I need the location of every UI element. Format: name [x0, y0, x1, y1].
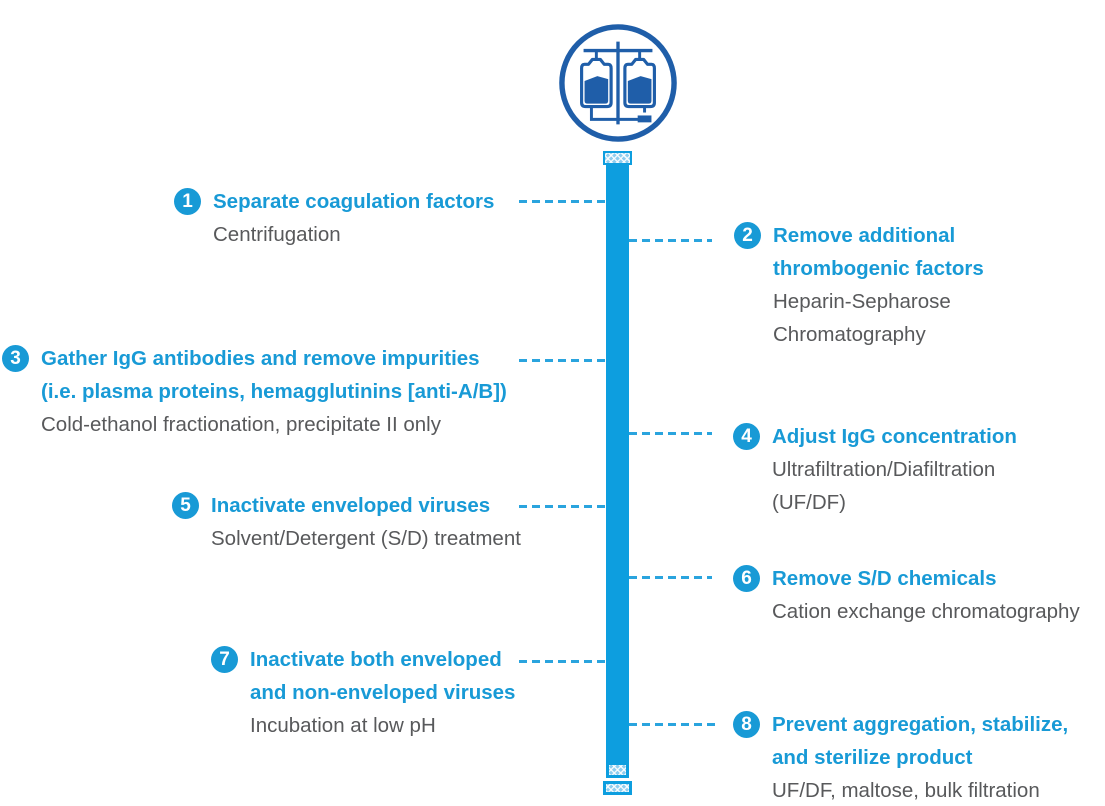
step-2-number-badge: 2 — [734, 222, 761, 249]
step-7-subtitle-line: Incubation at low pH — [250, 714, 436, 737]
step-5-subtitle: Solvent/Detergent (S/D) treatment — [211, 522, 521, 555]
step-2-subtitle-line: Heparin-Sepharose — [773, 290, 951, 313]
step-4-subtitle: Ultrafiltration/Diafiltration (UF/DF) — [772, 453, 1017, 519]
step-8-number-badge: 8 — [733, 711, 760, 738]
step-3-title: Gather IgG antibodies and remove impurit… — [41, 342, 507, 408]
step-1-subtitle: Centrifugation — [213, 218, 494, 251]
step-3: 3 Gather IgG antibodies and remove impur… — [2, 342, 507, 441]
connector-step-3 — [519, 359, 606, 362]
step-8-title-line: and sterilize product — [772, 746, 973, 769]
step-6-title-line: Remove S/D chemicals — [772, 567, 997, 590]
step-4-number-badge: 4 — [733, 423, 760, 450]
step-5-subtitle-line: Solvent/Detergent (S/D) treatment — [211, 527, 521, 550]
step-8-subtitle-line: UF/DF, maltose, bulk filtration — [772, 779, 1040, 802]
step-7: 7 Inactivate both enveloped and non-enve… — [211, 643, 515, 742]
step-8: 8 Prevent aggregation, stabilize, and st… — [733, 708, 1068, 806]
connector-step-8 — [629, 723, 715, 726]
step-1-number-badge: 1 — [174, 188, 201, 215]
step-4-subtitle-line: (UF/DF) — [772, 491, 847, 514]
connector-step-4 — [629, 432, 712, 435]
step-3-number-badge: 3 — [2, 345, 29, 372]
iv-blood-bags-icon — [557, 22, 679, 144]
step-6-subtitle: Cation exchange chromatography — [772, 595, 1080, 628]
connector-step-5 — [519, 505, 606, 508]
column-top-cap — [603, 151, 632, 165]
process-column — [606, 165, 629, 778]
connector-step-6 — [629, 576, 712, 579]
step-7-title-line: and non-enveloped viruses — [250, 681, 516, 704]
step-2-title-line: Remove additional — [773, 224, 956, 247]
step-3-subtitle-line: Cold-ethanol fractionation, precipitate … — [41, 413, 441, 436]
step-5-title: Inactivate enveloped viruses — [211, 489, 521, 522]
step-4: 4 Adjust IgG concentration Ultrafiltrati… — [733, 420, 1017, 519]
step-7-subtitle: Incubation at low pH — [250, 709, 515, 742]
step-1-title-line: Separate coagulation factors — [213, 190, 495, 213]
column-frit — [609, 765, 626, 775]
connector-step-7 — [519, 660, 606, 663]
step-4-title: Adjust IgG concentration — [772, 420, 1017, 453]
step-1-title: Separate coagulation factors — [213, 185, 494, 218]
step-2: 2 Remove additional thrombogenic factors… — [734, 219, 984, 351]
step-6-title: Remove S/D chemicals — [772, 562, 1080, 595]
connector-step-1 — [519, 200, 606, 203]
step-8-title: Prevent aggregation, stabilize, and ster… — [772, 708, 1068, 774]
step-2-subtitle-line: Chromatography — [773, 323, 926, 346]
column-outlet — [603, 781, 632, 795]
step-6: 6 Remove S/D chemicals Cation exchange c… — [733, 562, 1080, 628]
step-8-subtitle: UF/DF, maltose, bulk filtration — [772, 774, 1068, 806]
step-3-subtitle: Cold-ethanol fractionation, precipitate … — [41, 408, 507, 441]
step-7-title: Inactivate both enveloped and non-envelo… — [250, 643, 515, 709]
step-1: 1 Separate coagulation factors Centrifug… — [174, 185, 494, 251]
step-5: 5 Inactivate enveloped viruses Solvent/D… — [172, 489, 521, 555]
step-7-number-badge: 7 — [211, 646, 238, 673]
step-1-subtitle-line: Centrifugation — [213, 223, 341, 246]
step-4-title-line: Adjust IgG concentration — [772, 425, 1017, 448]
step-2-title: Remove additional thrombogenic factors — [773, 219, 984, 285]
step-2-subtitle: Heparin-Sepharose Chromatography — [773, 285, 984, 351]
step-6-subtitle-line: Cation exchange chromatography — [772, 600, 1080, 623]
step-7-title-line: Inactivate both enveloped — [250, 648, 502, 671]
connector-step-2 — [629, 239, 712, 242]
step-3-title-line: (i.e. plasma proteins, hemagglutinins [a… — [41, 380, 507, 403]
step-5-number-badge: 5 — [172, 492, 199, 519]
step-3-title-line: Gather IgG antibodies and remove impurit… — [41, 347, 480, 370]
step-6-number-badge: 6 — [733, 565, 760, 592]
step-4-subtitle-line: Ultrafiltration/Diafiltration — [772, 458, 996, 481]
step-2-title-line: thrombogenic factors — [773, 257, 984, 280]
step-8-title-line: Prevent aggregation, stabilize, — [772, 713, 1069, 736]
step-5-title-line: Inactivate enveloped viruses — [211, 494, 491, 517]
iv-blood-bags-svg — [559, 24, 677, 142]
